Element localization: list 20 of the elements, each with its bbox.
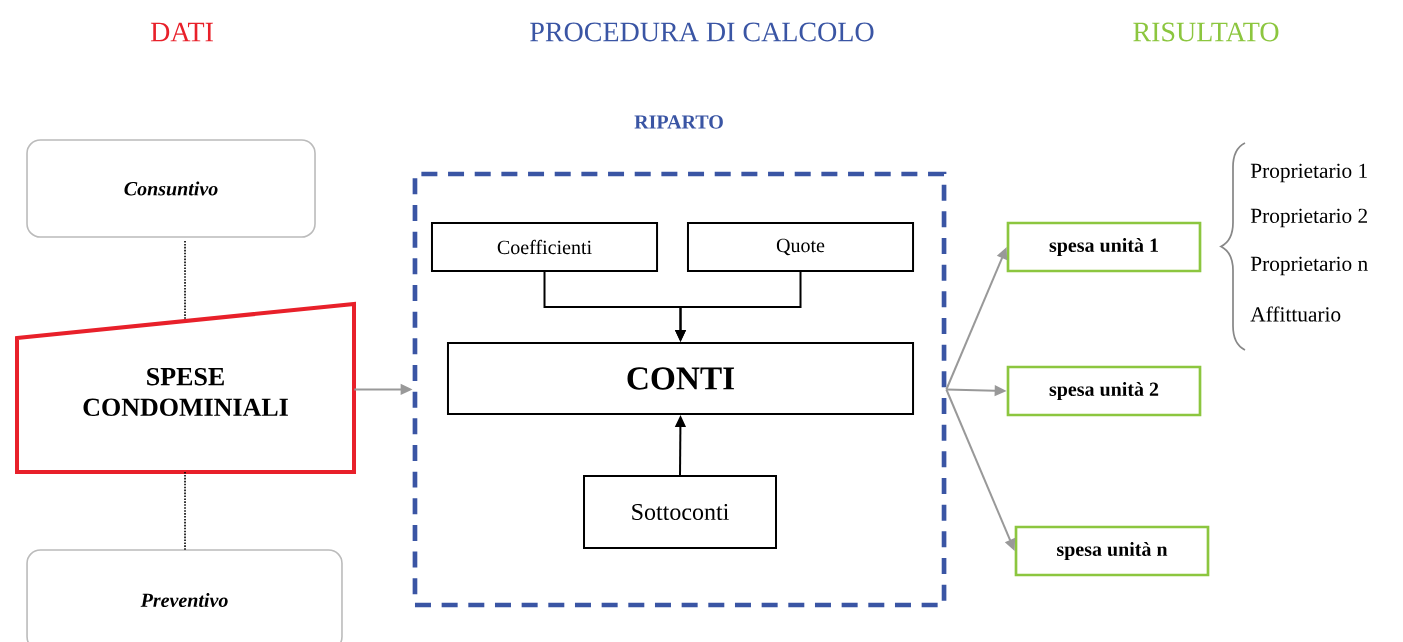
process-box: Sottoconti — [583, 475, 777, 549]
list-item: Proprietario 2 — [1250, 208, 1367, 228]
column-heading: RISULTATO — [1133, 22, 1279, 42]
column-heading: PROCEDURA DI CALCOLO — [530, 22, 874, 42]
process-box: CONTI — [447, 342, 915, 415]
result-box: spesa unità n — [1014, 525, 1210, 577]
rounded-box: Preventivo — [26, 549, 343, 642]
result-box: spesa unità 2 — [1006, 365, 1202, 417]
frame-heading: RIPARTO — [634, 115, 723, 129]
trapezoid-box: SPESE CONDOMINIALI — [15, 301, 356, 474]
list-item: Affittuario — [1250, 306, 1341, 322]
list-item: Proprietario 1 — [1250, 163, 1367, 183]
process-box: Quote — [687, 222, 915, 272]
dotted-line — [184, 240, 186, 321]
list-item: Proprietario n — [1250, 256, 1368, 276]
rounded-box: Consuntivo — [26, 139, 316, 238]
process-box: Coefficienti — [431, 222, 659, 272]
column-heading: DATI — [150, 22, 213, 42]
result-box: spesa unità 1 — [1006, 221, 1202, 273]
dotted-line — [184, 471, 186, 551]
